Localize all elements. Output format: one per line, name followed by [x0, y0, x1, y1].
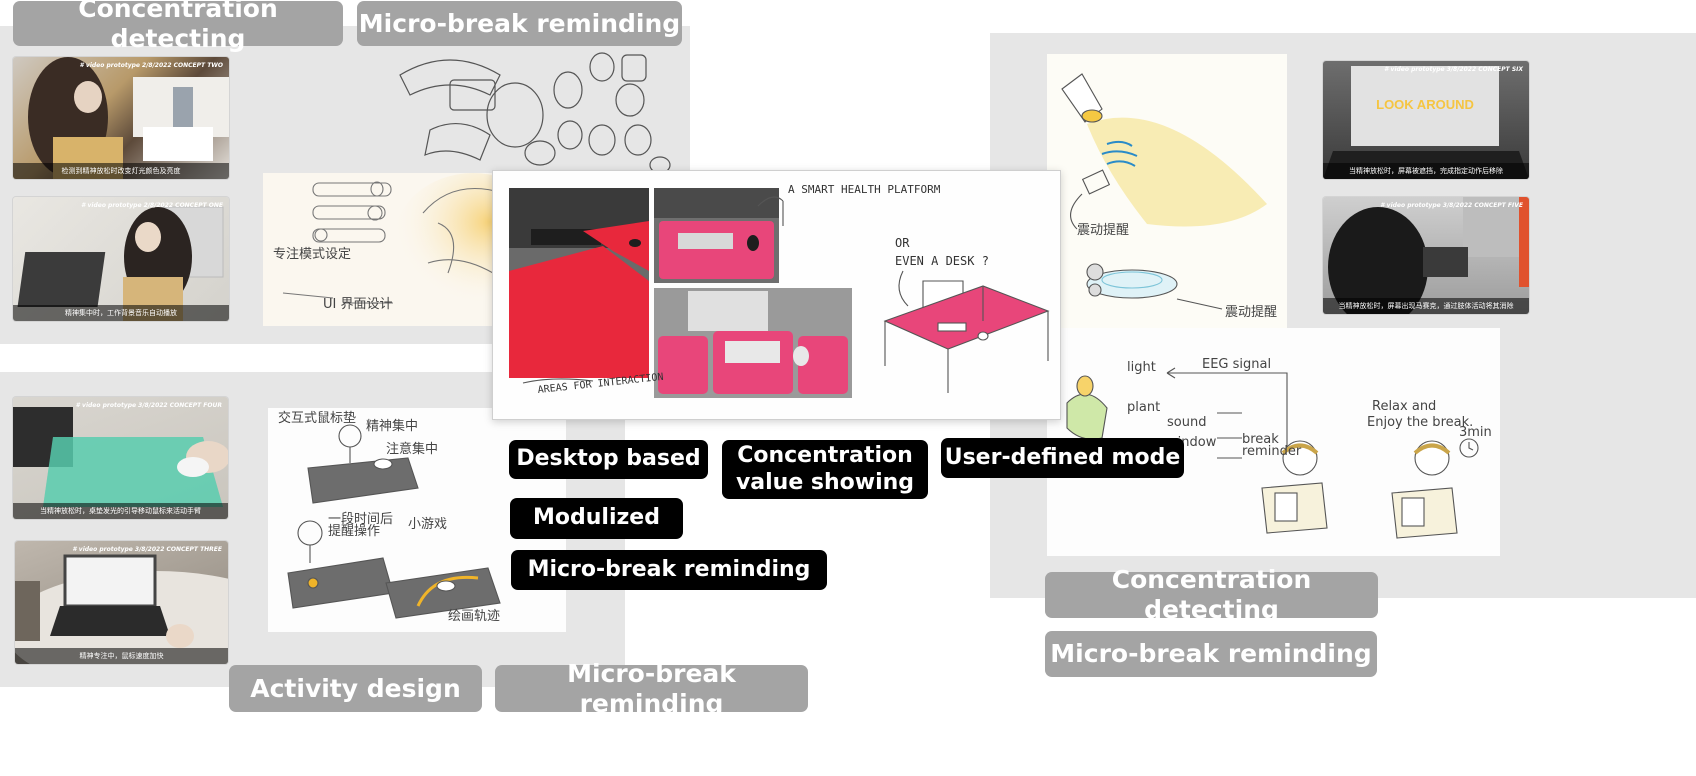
sketch-note: light — [1127, 360, 1156, 375]
sketch-note: 提醒操作 — [328, 523, 380, 539]
sketch-note: 震动提醒 — [1225, 304, 1277, 320]
label-micro-break-right: Micro-break reminding — [1045, 631, 1377, 677]
sketch-drawing: 震动提醒 震动提醒 — [1061, 73, 1277, 320]
photo-concept-two: # video prototype 2/8/2022 CONCEPT TWO 检… — [13, 57, 229, 179]
sketch-note: 绘画轨迹 — [448, 609, 500, 624]
label-micro-break-bottom: Micro-break reminding — [495, 659, 808, 718]
label-concentration-detecting-top: Concentration detecting — [13, 0, 343, 53]
label-concentration-detecting-right: Concentration detecting — [1045, 565, 1378, 624]
sketch-drawing: 交互式鼠标垫 精神集中 注意集中 一段时间后 提醒操作 小游戏 绘画轨迹 — [278, 410, 501, 624]
photo-concept-four: # video prototype 3/8/2022 CONCEPT FOUR … — [13, 397, 228, 519]
sketch-note: Relax and — [1372, 399, 1436, 414]
photo-concept-four-scene — [13, 407, 228, 507]
photo-tag: # video prototype 2/8/2022 CONCEPT TWO — [79, 62, 223, 69]
label-micro-break-top: Micro-break reminding — [357, 1, 682, 46]
product-sketches-top — [390, 45, 680, 170]
center-card-drawing: A SMART HEALTH PLATFORM AREAS FOR INTERA… — [509, 183, 1050, 398]
sketch-drawing — [399, 52, 671, 170]
sketch-note: A SMART HEALTH PLATFORM — [788, 183, 941, 196]
photo-concept-six-scene: LOOK AROUND — [1323, 66, 1529, 179]
sketch-note: 精神集中 — [366, 418, 418, 434]
sketch-note: break — [1242, 432, 1279, 447]
photo-concept-six: LOOK AROUND # video prototype 3/8/2022 C… — [1323, 61, 1529, 179]
photo-caption: 当精神放松时，屏幕被遮挡，完成指定动作后移除 — [1323, 163, 1529, 179]
sketch-note: 专注模式设定 — [273, 247, 351, 262]
sketch-note: OR — [895, 236, 910, 250]
photo-tag: # video prototype 3/8/2022 CONCEPT THREE — [72, 546, 222, 553]
label-line: value showing — [735, 469, 915, 495]
label-modulized: Modulized — [510, 498, 683, 539]
sketch-note: sound — [1167, 415, 1206, 430]
sketch-drawing: light plant sound window EEG signal brea… — [1066, 357, 1492, 539]
photo-concept-five: # video prototype 3/8/2022 CONCEPT FIVE … — [1323, 197, 1529, 314]
photo-concept-five-scene — [1328, 197, 1529, 314]
label-line: Concentration — [737, 443, 913, 469]
sketch-note: 3min — [1459, 425, 1492, 440]
sketch-note: reminder — [1242, 444, 1302, 459]
photo-caption: 精神专注中，鼠标速度加快 — [15, 648, 228, 664]
sketch-note: 震动提醒 — [1077, 222, 1129, 238]
sketch-drawing: 专注模式设定 UI 界面设计 — [273, 173, 513, 313]
photo-concept-three-scene — [15, 554, 228, 664]
photo-caption: 当精神放松时，屏幕出现马赛克，通过肢体活动将其消除 — [1323, 298, 1529, 314]
sketch-note: UI 界面设计 — [323, 297, 392, 312]
label-desktop-based: Desktop based — [509, 440, 708, 479]
ui-lamp-sketch: 专注模式设定 UI 界面设计 — [263, 173, 513, 326]
sketch-note: plant — [1127, 400, 1160, 415]
photo-tag: # video prototype 2/8/2022 CONCEPT ONE — [81, 202, 223, 209]
sketch-note: Enjoy the break. — [1367, 415, 1473, 430]
photo-tag: # video prototype 3/8/2022 CONCEPT SIX — [1384, 66, 1523, 73]
sketch-note: 注意集中 — [386, 441, 438, 457]
label-activity-design: Activity design — [229, 665, 482, 712]
photo-caption: 检测到精神放松时改变灯光颜色及亮度 — [13, 163, 229, 179]
sketch-note: 一段时间后 — [328, 512, 393, 527]
lamp-vibration-sketch: 震动提醒 震动提醒 — [1047, 54, 1287, 329]
sketch-note: EVEN A DESK ? — [895, 254, 989, 268]
label-concentration-value: Concentration value showing — [722, 440, 928, 499]
photo-concept-one: # video prototype 2/8/2022 CONCEPT ONE 精… — [13, 197, 229, 321]
sketch-note: 小游戏 — [408, 517, 447, 532]
label-user-defined-mode: User-defined mode — [941, 438, 1184, 478]
photo-caption: 精神集中时，工作背景音乐自动播放 — [13, 305, 229, 321]
center-card: A SMART HEALTH PLATFORM AREAS FOR INTERA… — [492, 170, 1061, 420]
photo-concept-one-scene — [17, 206, 224, 321]
photo-concept-two-scene — [28, 57, 229, 179]
label-micro-break-center: Micro-break reminding — [511, 550, 827, 590]
photo-concept-three: # video prototype 3/8/2022 CONCEPT THREE… — [15, 541, 228, 664]
photo-tag: # video prototype 3/8/2022 CONCEPT FIVE — [1380, 202, 1523, 209]
look-around-text: LOOK AROUND — [1376, 97, 1474, 112]
photo-caption: 当精神放松时，桌垫发光的引导移动鼠标来活动手臂 — [13, 503, 228, 519]
sketch-note: EEG signal — [1202, 357, 1271, 372]
photo-tag: # video prototype 3/8/2022 CONCEPT FOUR — [75, 402, 222, 409]
sketch-note: 交互式鼠标垫 — [278, 410, 356, 426]
